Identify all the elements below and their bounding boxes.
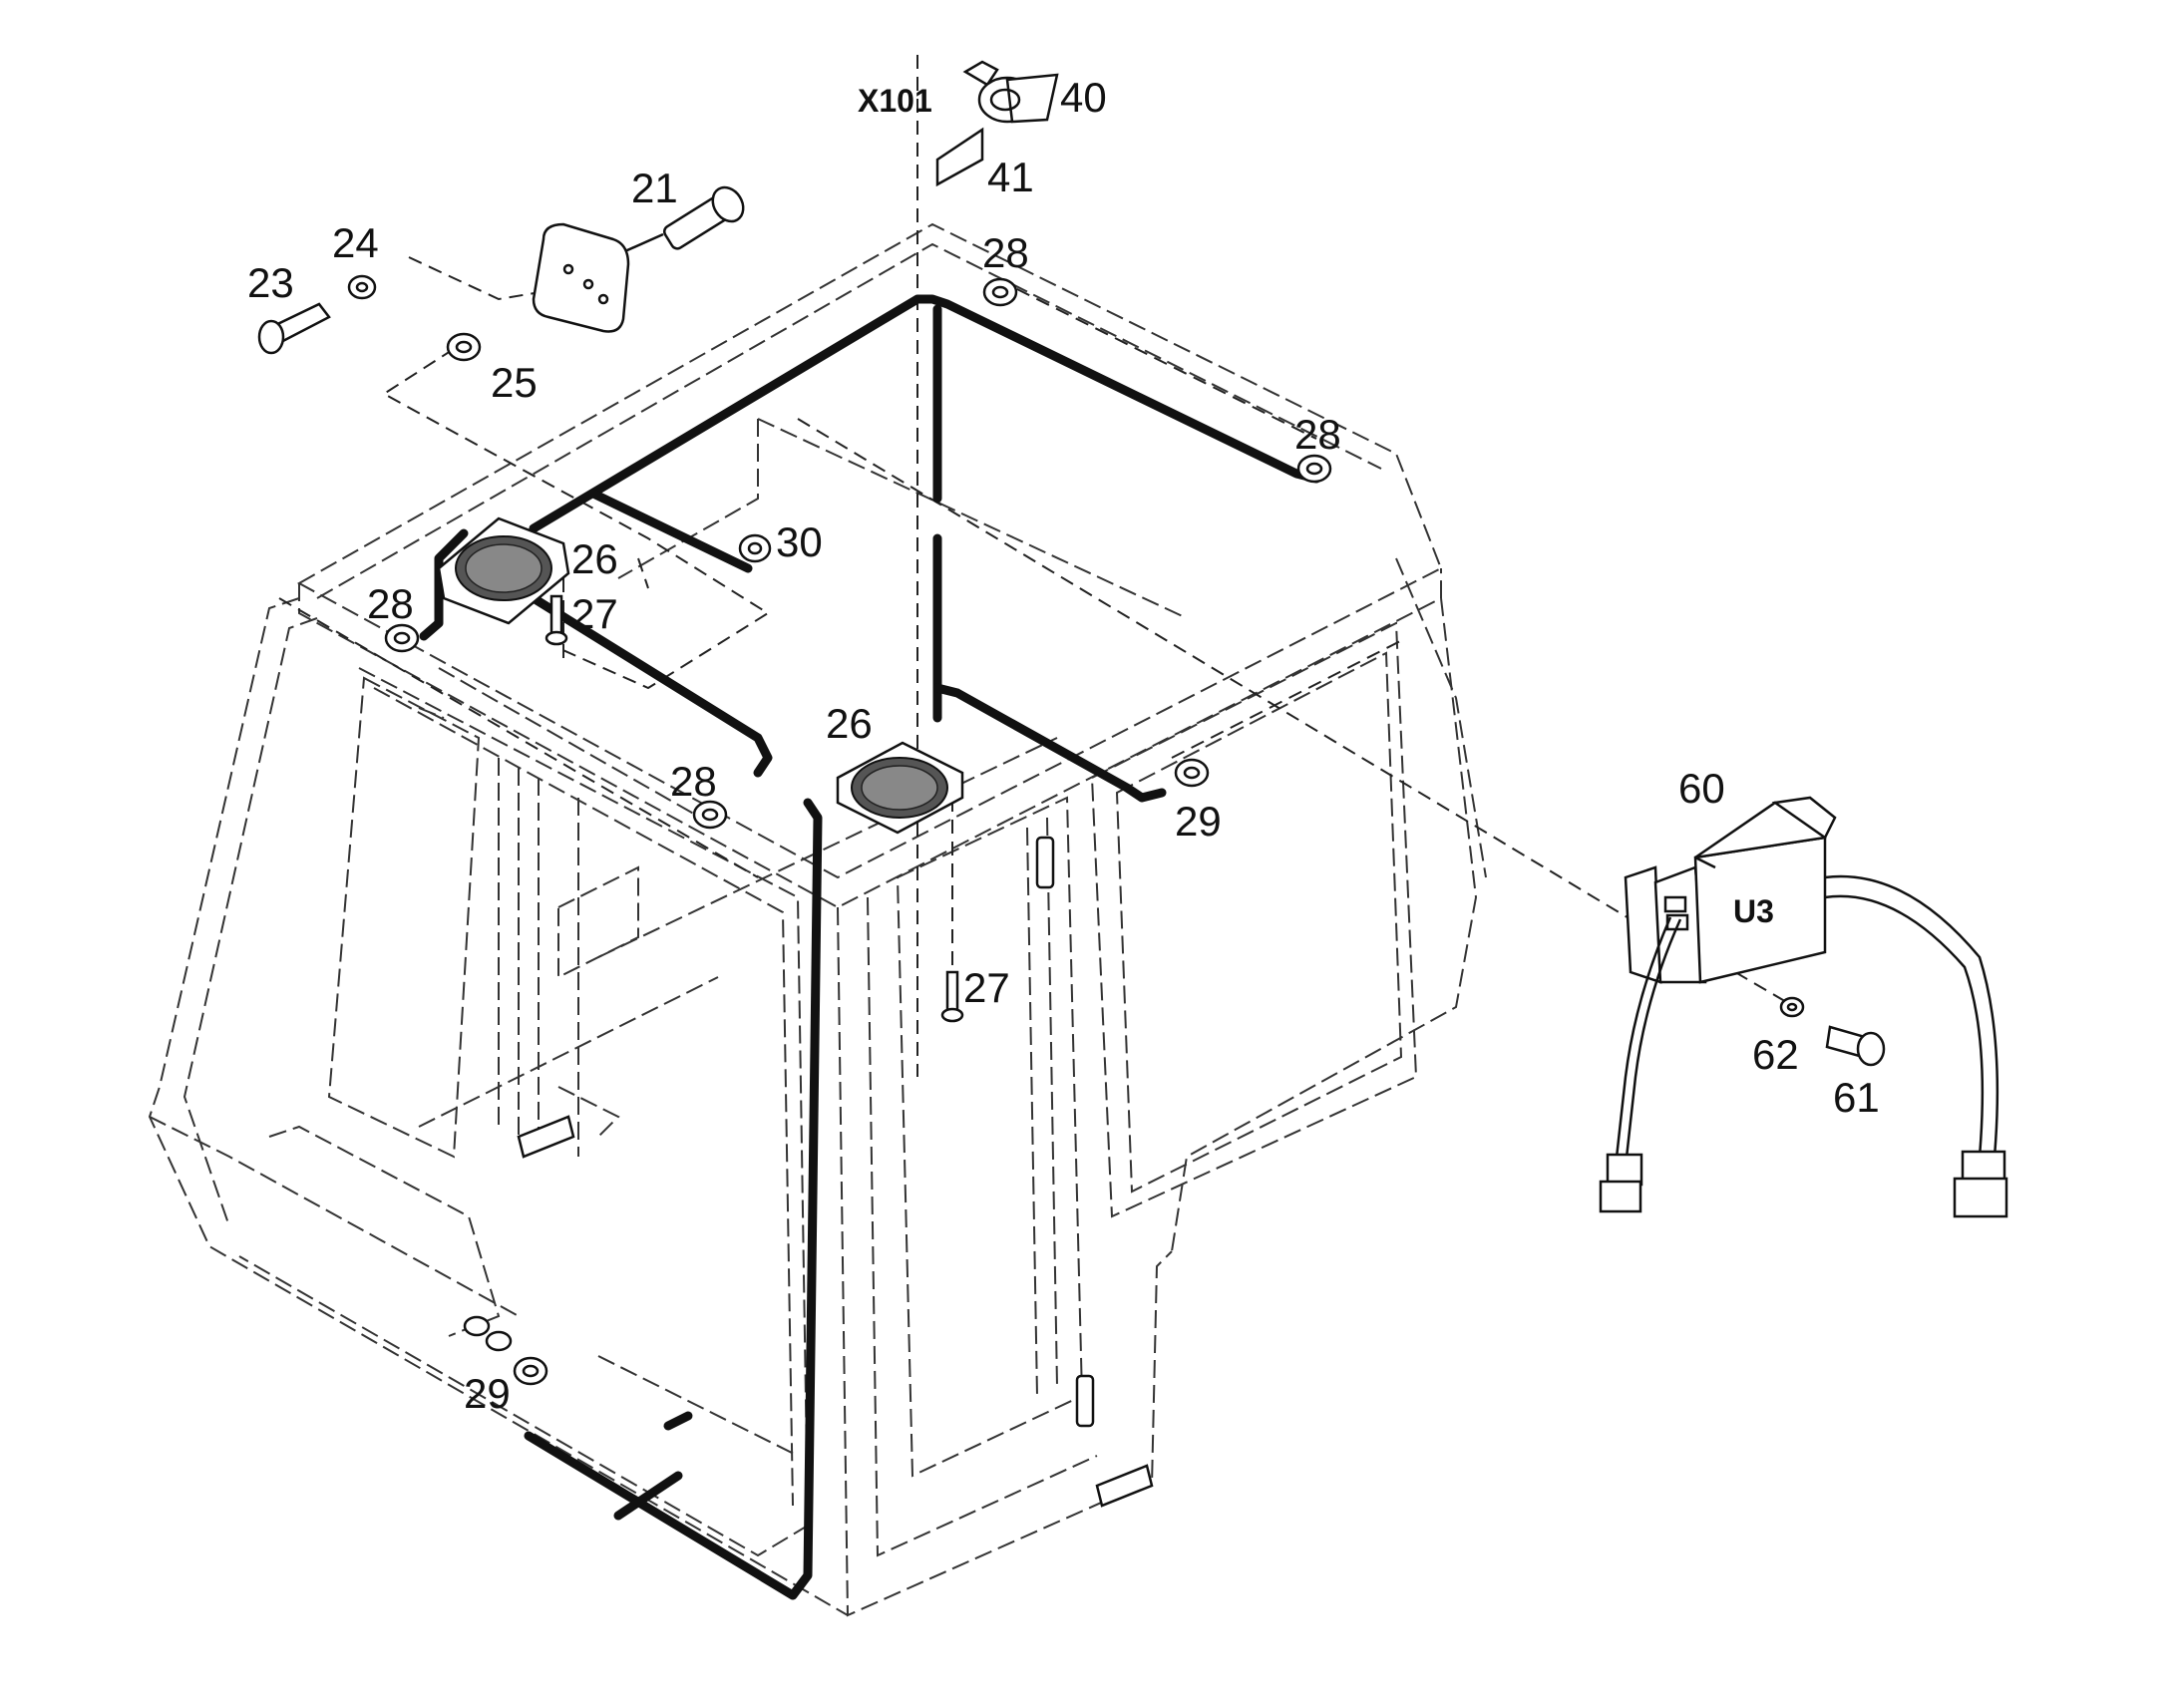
bolt-23 xyxy=(257,302,331,355)
callout-28-top: 28 xyxy=(982,229,1029,276)
cab-body-outline xyxy=(148,222,1487,1617)
callout-60: 60 xyxy=(1678,765,1725,812)
grommet-29-right xyxy=(1174,758,1210,788)
screw-27-upper xyxy=(545,594,568,646)
callout-24: 24 xyxy=(332,219,379,266)
nut-25 xyxy=(446,332,482,362)
grommet-28-top xyxy=(982,277,1018,307)
washer-24 xyxy=(347,274,377,300)
speaker-26-center xyxy=(836,741,964,835)
screw-27-lower xyxy=(940,970,964,1023)
callout-29-right: 29 xyxy=(1175,798,1222,845)
grommet-29-lower xyxy=(513,1356,548,1386)
callout-62: 62 xyxy=(1752,1031,1799,1078)
connector-socket-40 xyxy=(962,60,1059,124)
bolt-61 xyxy=(1825,1025,1886,1067)
callout-26-left: 26 xyxy=(571,535,618,582)
callout-28-front: 28 xyxy=(670,758,717,805)
callout-61: 61 xyxy=(1833,1074,1880,1121)
light-mount-plate xyxy=(532,222,630,333)
callout-27-upper: 27 xyxy=(571,590,618,637)
door-hinge-upper xyxy=(1035,836,1055,889)
grommet-30 xyxy=(738,533,772,563)
grommet-28-front xyxy=(692,800,728,830)
grommet-28-left xyxy=(384,623,420,653)
wiring-harness xyxy=(419,294,1321,1600)
front-bolt-1 xyxy=(463,1315,491,1337)
callout-25: 25 xyxy=(491,359,538,406)
cab-foot-front xyxy=(517,1115,575,1159)
module-label-u3: U3 xyxy=(1733,893,1774,929)
callout-23: 23 xyxy=(247,259,294,306)
speaker-26-left xyxy=(437,516,570,625)
callout-30: 30 xyxy=(776,518,823,565)
front-bolt-2 xyxy=(485,1330,513,1352)
washer-62 xyxy=(1779,996,1805,1018)
callout-27-lower: 27 xyxy=(963,964,1010,1011)
door-hinge-lower xyxy=(1075,1374,1095,1428)
module-u3-60 xyxy=(1599,796,2008,1218)
label-plate-41 xyxy=(935,127,984,187)
callout-labels: X101 40 41 21 24 23 25 28 28 28 28 30 26… xyxy=(247,74,1880,1417)
callout-29-lower: 29 xyxy=(464,1370,511,1417)
callout-28-left: 28 xyxy=(367,580,414,627)
callout-40: 40 xyxy=(1060,74,1107,121)
callout-41: 41 xyxy=(987,154,1034,200)
connector-label-x101: X101 xyxy=(858,83,932,119)
grommet-28-right xyxy=(1296,454,1332,484)
callout-21: 21 xyxy=(631,165,678,211)
cab-foot-rear xyxy=(1095,1464,1154,1508)
callout-28-right: 28 xyxy=(1294,411,1341,458)
callout-26-center: 26 xyxy=(826,700,873,747)
